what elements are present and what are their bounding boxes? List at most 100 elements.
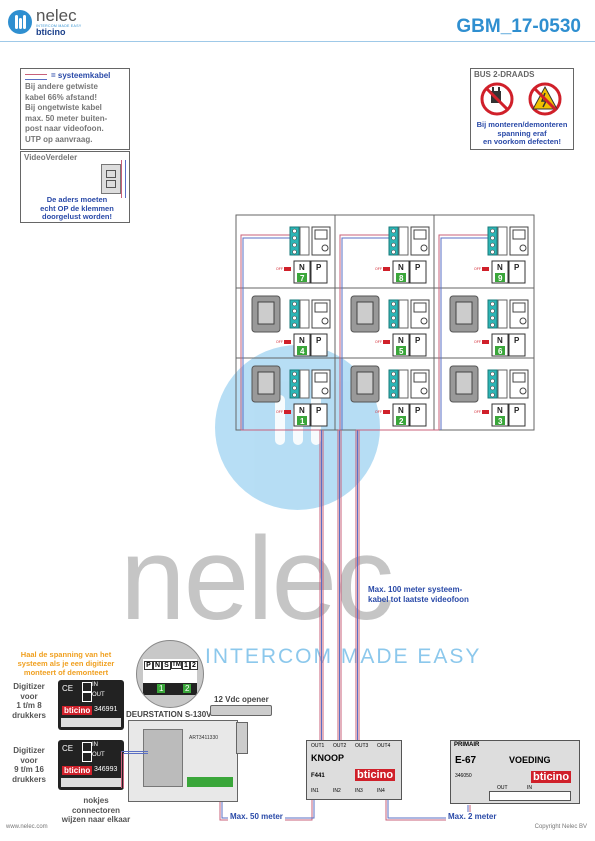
off-switch-icon bbox=[284, 340, 291, 344]
video-verdeler-note: De aders moeten echt OP de klemmen doorg… bbox=[27, 195, 127, 222]
bus-note: Bij monteren/demonteren spanning eraf en… bbox=[471, 120, 573, 147]
address-badge bbox=[495, 273, 505, 282]
legend-cable-icon bbox=[25, 74, 47, 80]
address-number: 5 bbox=[399, 347, 404, 356]
bus-warning-icons bbox=[480, 82, 562, 116]
off-label: OFF bbox=[474, 267, 481, 271]
legend-label: = systeemkabel bbox=[51, 71, 111, 80]
dig1-out: OUT bbox=[92, 692, 105, 698]
dig2-brand: bticino bbox=[62, 766, 93, 775]
dig1-code: 346991 bbox=[94, 706, 118, 713]
connector-strip: P N S TM 1 2 bbox=[143, 659, 198, 683]
p-box bbox=[310, 403, 328, 427]
terminal-strip-icon bbox=[289, 369, 300, 399]
n-label: N bbox=[497, 263, 503, 272]
video-line: doorgelust worden! bbox=[42, 212, 112, 221]
dig2-port-out bbox=[82, 752, 92, 762]
doc-code: GBM_17-0530 bbox=[456, 16, 581, 37]
conn-label: N bbox=[153, 661, 162, 670]
knoop-out: OUT2 bbox=[333, 743, 347, 749]
door-lock-icon bbox=[236, 722, 248, 754]
nelec-logo[interactable]: nelec INTERCOM MADE EASY bticino bbox=[8, 6, 118, 38]
spanning-warning: Haal de spanning van het systeem als je … bbox=[6, 650, 126, 677]
off-switch-icon bbox=[383, 410, 390, 414]
address-badge bbox=[297, 416, 307, 425]
address-badge bbox=[396, 416, 406, 425]
p-label: P bbox=[415, 336, 421, 345]
dig1-terminals bbox=[61, 718, 121, 727]
spanning-line: systeem als je een digitizer bbox=[17, 659, 115, 668]
no-plug-icon bbox=[480, 82, 514, 116]
off-label: OFF bbox=[276, 340, 283, 344]
address-number: 9 bbox=[498, 274, 503, 283]
knoop-out: OUT4 bbox=[377, 743, 391, 749]
door-station-terminals bbox=[187, 777, 233, 787]
conn-label: 2 bbox=[190, 661, 198, 670]
p-label: P bbox=[415, 263, 421, 272]
knoop-outputs: OUT1 OUT2 OUT3 OUT4 bbox=[311, 743, 397, 751]
off-label: OFF bbox=[375, 340, 382, 344]
conn-num: 2 bbox=[183, 684, 192, 693]
dig1-line: voor bbox=[20, 691, 38, 701]
dig1-in: IN bbox=[92, 682, 98, 688]
address-badge bbox=[396, 273, 406, 282]
p-box bbox=[508, 333, 526, 357]
video-line: echt OP de klemmen bbox=[40, 203, 114, 213]
max2-label: Max. 2 meter bbox=[446, 812, 499, 821]
off-switch-icon bbox=[284, 410, 291, 414]
opener-label: 12 Vdc opener bbox=[214, 695, 269, 704]
digitizer2-device: CE IN OUT bticino 346993 bbox=[58, 740, 124, 790]
p-label: P bbox=[514, 406, 520, 415]
max100-line: kabel tot laatste videofoon bbox=[368, 595, 469, 604]
dig2-line: Digitizer bbox=[13, 746, 45, 755]
n-label: N bbox=[497, 336, 503, 345]
dig2-out: OUT bbox=[92, 752, 105, 758]
n-label: N bbox=[398, 263, 404, 272]
address-number: 6 bbox=[498, 347, 503, 356]
spanning-line: monteert of demonteert bbox=[23, 668, 109, 677]
header-divider bbox=[0, 41, 595, 42]
address-number: 3 bbox=[498, 417, 503, 426]
p-box bbox=[310, 260, 328, 284]
voeding-model: E-67 bbox=[455, 755, 477, 766]
off-label: OFF bbox=[375, 267, 382, 271]
voeding-device: PRIMAIR E-67 VOEDING 346050 bticino OUT … bbox=[450, 740, 580, 804]
p-label: P bbox=[316, 406, 322, 415]
dig1-line: 1 t/m 8 bbox=[16, 701, 42, 710]
video-line: De aders moeten bbox=[46, 195, 108, 204]
knoop-brand: bticino bbox=[355, 769, 396, 781]
nokjes-line: nokjes connectoren bbox=[71, 796, 120, 815]
conn-label: 1 bbox=[182, 661, 190, 670]
terminal-strip-icon bbox=[289, 226, 300, 256]
note-lines: Bij andere getwiste kabel 66% afstand! B… bbox=[25, 82, 107, 145]
logo-mark-icon bbox=[8, 10, 32, 34]
knoop-out: OUT3 bbox=[355, 743, 369, 749]
dig2-line: 9 t/m 16 bbox=[14, 765, 44, 774]
bus-line: en voorkom defecten! bbox=[483, 137, 561, 146]
off-label: OFF bbox=[276, 267, 283, 271]
off-switch-icon bbox=[482, 267, 489, 271]
address-number: 7 bbox=[300, 274, 305, 283]
knoop-title: KNOOP bbox=[311, 753, 345, 763]
connector-zoom: P N S TM 1 2 1 2 bbox=[136, 640, 204, 708]
address-badge bbox=[495, 416, 505, 425]
voeding-out: OUT bbox=[497, 785, 508, 791]
watermark-text: nelec bbox=[120, 513, 394, 645]
door-station-ribbon bbox=[121, 751, 148, 788]
off-switch-icon bbox=[482, 410, 489, 414]
dig1-port-in bbox=[82, 682, 92, 692]
max100-line: Max. 100 meter systeem- bbox=[368, 585, 463, 594]
nokjes-label: nokjes connectoren wijzen naar elkaar bbox=[60, 796, 132, 825]
digitizer1-device: CE IN OUT bticino 346991 bbox=[58, 680, 124, 730]
p-box bbox=[409, 260, 427, 284]
bus-title: BUS 2-DRAADS bbox=[474, 70, 535, 79]
off-label: OFF bbox=[474, 340, 481, 344]
dig2-terminals bbox=[61, 778, 121, 787]
bus-cables bbox=[219, 234, 488, 821]
dig2-code: 346993 bbox=[94, 766, 118, 773]
deurstation-label: DEURSTATION S-130V bbox=[126, 710, 212, 719]
